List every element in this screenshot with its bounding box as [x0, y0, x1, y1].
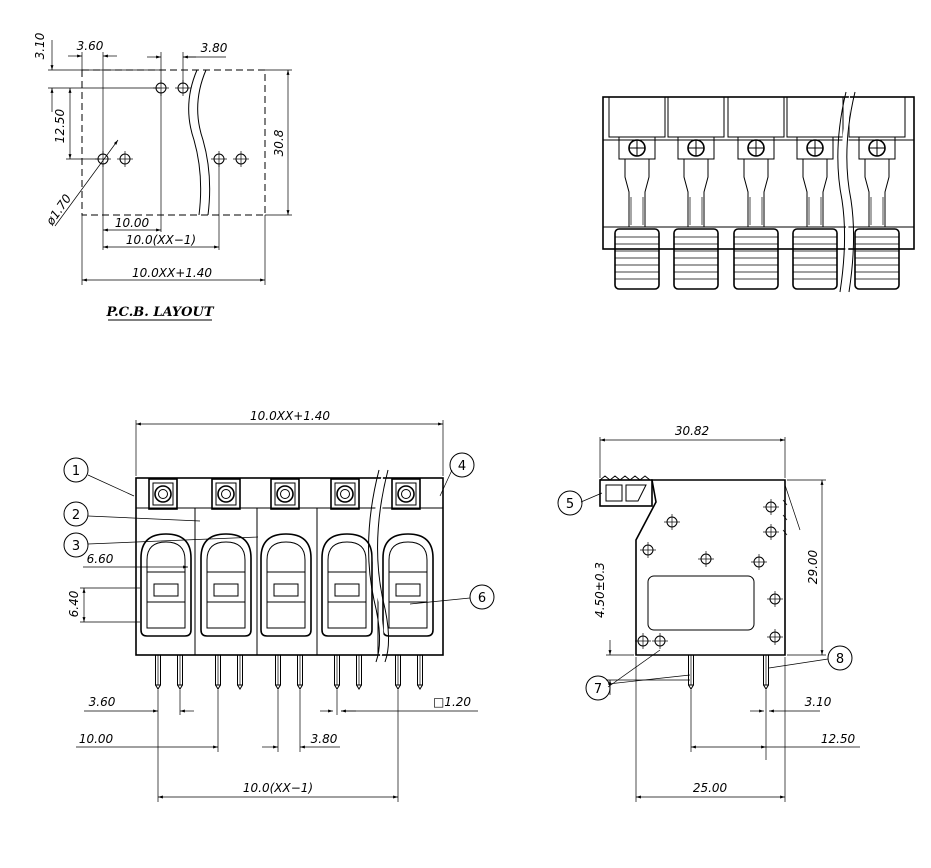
callout-3: [63, 532, 89, 558]
dim-10-00: 10.00: [115, 216, 150, 230]
side-pin: [688, 654, 694, 690]
pcb-hole: [232, 150, 250, 168]
dim-29-00: 29.00: [806, 549, 820, 584]
callout-1-label: 1: [72, 464, 80, 479]
callout-5: [557, 490, 583, 516]
pin: [237, 654, 243, 690]
pin: [177, 654, 183, 690]
screw-head: [270, 478, 300, 510]
side-view-label-area: [647, 575, 755, 631]
dim-12-50: 12.50: [53, 108, 67, 143]
top-view-unit: [786, 96, 844, 290]
dim-3-10: 3.10: [33, 32, 47, 59]
dim-30-82: 30.82: [675, 424, 709, 438]
wire-entry: [321, 533, 373, 637]
pcb-layout-title: P.C.B. LAYOUT: [105, 305, 214, 320]
dim-4-50: 4.50±0.3: [593, 562, 607, 618]
callout-4: [449, 452, 475, 478]
dim-front-3-60: 3.60: [89, 695, 116, 709]
break-line: [368, 469, 380, 663]
dim-front-3-80: 3.80: [311, 732, 338, 746]
side-hole: [651, 632, 669, 650]
top-view-unit: [727, 96, 785, 290]
side-view: 30.82 29.00 4.50±0.3 3.10 12.50 25.00 5: [557, 424, 860, 802]
side-view-body: [635, 479, 786, 656]
callout-7-label: 7: [594, 682, 602, 697]
callout-5-label: 5: [566, 497, 574, 512]
dim-3-80: 3.80: [201, 41, 228, 55]
top-view-unit: [608, 96, 666, 290]
side-hole: [766, 590, 784, 608]
callout-8: [827, 645, 853, 671]
dim-3-60: 3.60: [77, 39, 104, 53]
front-view-body: [135, 477, 444, 656]
pcb-outline: [81, 69, 266, 216]
side-hole: [663, 513, 681, 531]
pin: [155, 654, 161, 690]
dim-overall-width: 10.0XX+1.40: [132, 266, 212, 280]
side-pin: [763, 654, 769, 690]
callout-3-label: 3: [72, 539, 80, 554]
pin: [275, 654, 281, 690]
front-view: 10.0XX+1.40 6.60 6.40 3.60 10.00 3.80 □1…: [63, 409, 495, 802]
callout-6-label: 6: [478, 591, 486, 606]
callout-6: [469, 584, 495, 610]
callout-2-label: 2: [72, 508, 80, 523]
side-hole: [762, 498, 780, 516]
top-view-unit: [848, 96, 906, 290]
dim-front-10-00: 10.00: [79, 732, 114, 746]
dim-side-3-10: 3.10: [805, 695, 832, 709]
wire-entry: [382, 533, 434, 637]
side-hole: [762, 523, 780, 541]
pin: [334, 654, 340, 690]
top-view-unit: [667, 96, 725, 290]
dim-6-40: 6.40: [67, 590, 81, 617]
dim-25-00: 25.00: [693, 781, 728, 795]
pcb-layout-view: 3.10 3.60 3.80 12.50 30.8 ø1.70 10.00: [33, 32, 292, 321]
pcb-hole: [116, 150, 134, 168]
dim-30-8: 30.8: [272, 129, 286, 156]
dim-6-60: 6.60: [87, 552, 114, 566]
callout-8-label: 8: [836, 652, 844, 667]
screw-head: [330, 478, 360, 510]
break-line: [188, 69, 202, 216]
pin: [215, 654, 221, 690]
break-line: [837, 91, 847, 293]
screw-head: [148, 478, 178, 510]
pin: [356, 654, 362, 690]
callout-4-label: 4: [458, 459, 466, 474]
top-view-body: [602, 96, 915, 250]
dim-pin-size: □1.20: [433, 695, 471, 709]
pin: [395, 654, 401, 690]
dim-front-pitch-total: 10.0(XX−1): [243, 781, 313, 795]
callout-1: [63, 457, 89, 483]
screw-head: [391, 478, 421, 510]
side-hole: [639, 541, 657, 559]
side-hole: [697, 550, 715, 568]
side-hole: [766, 628, 784, 646]
side-view-lever: [599, 479, 653, 507]
side-hole: [750, 553, 768, 571]
dim-pitch-total: 10.0(XX−1): [126, 233, 196, 247]
side-hole: [634, 632, 652, 650]
pin: [297, 654, 303, 690]
screw-head: [211, 478, 241, 510]
wire-entry: [200, 533, 252, 637]
wire-entry: [260, 533, 312, 637]
dim-side-12-50: 12.50: [821, 732, 856, 746]
pin: [417, 654, 423, 690]
wire-entry: [140, 533, 192, 637]
dim-front-width: 10.0XX+1.40: [250, 409, 330, 423]
callout-7: [585, 675, 611, 701]
top-view: [602, 91, 915, 293]
dim-hole-diameter: ø1.70: [43, 191, 75, 228]
callout-2: [63, 501, 89, 527]
